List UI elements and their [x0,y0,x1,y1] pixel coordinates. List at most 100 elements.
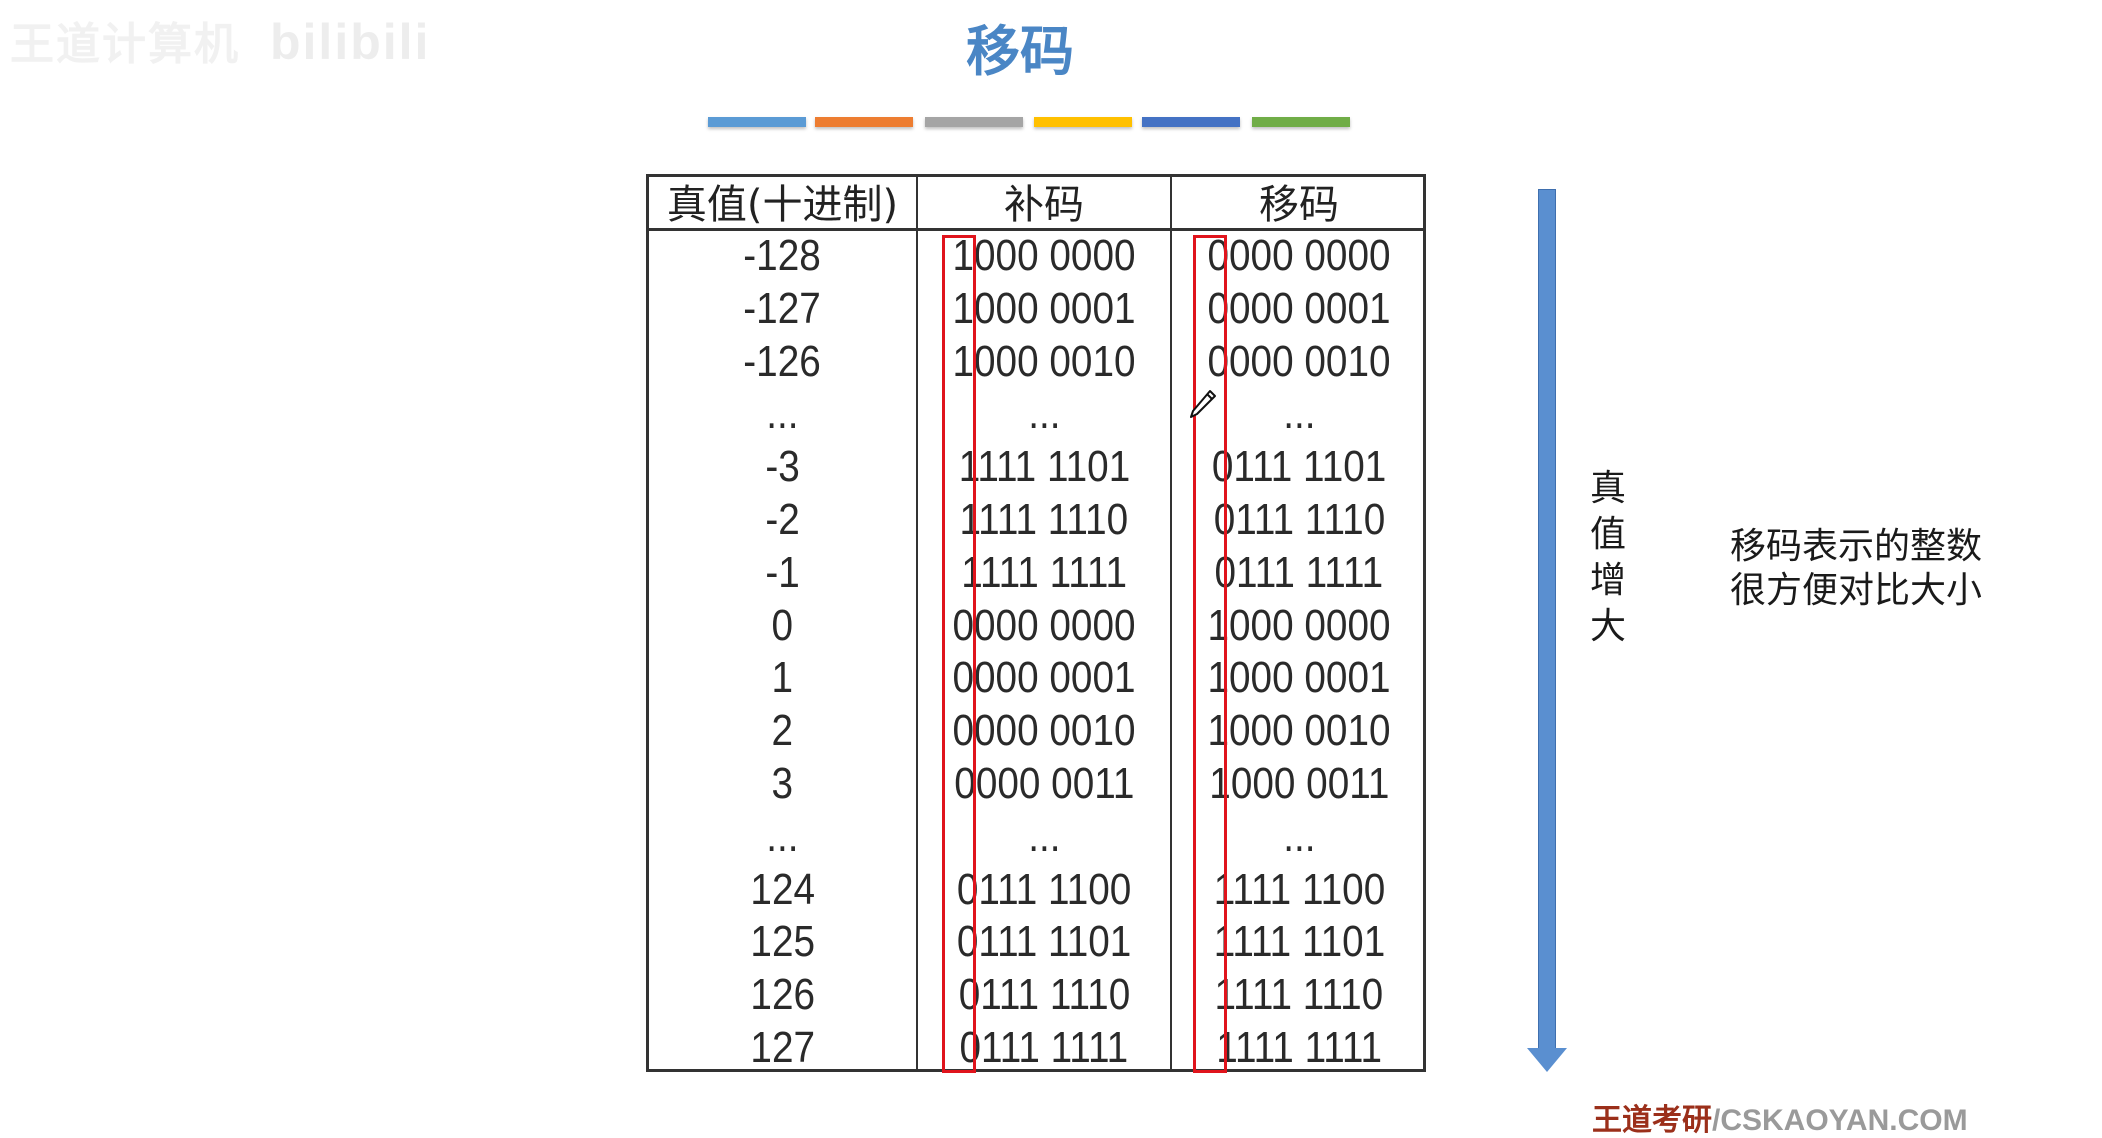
sign-bit-highlight-biased [1193,235,1227,1073]
arrow-down-icon [1527,1048,1567,1072]
cell-true-value: 2 [649,705,916,757]
cell-twos-complement-text: 1111 1110 [959,495,1129,544]
color-bar-2 [815,117,913,127]
cell-biased-code-text: 1000 0011 [1208,759,1390,808]
cell-true-value: 124 [649,864,916,916]
header-true-value: 真值(十进制) [666,182,899,228]
cell-true-value-text: 124 [750,864,815,914]
color-bar-3 [925,117,1023,127]
cell-biased-code: 1111 1101 [1172,916,1426,968]
cell-biased-code: 0000 0001 [1172,283,1426,335]
cell-true-value-text: 2 [771,706,794,756]
cell-biased-code-text: 0000 0000 [1207,231,1391,280]
cell-biased-code-text: 1000 0010 [1207,706,1391,756]
arrow-label-char: 值 [1589,514,1626,555]
pencil-icon [1188,388,1218,420]
header-biased-code: 移码 [1259,182,1339,228]
cell-biased-code-text: 1111 1111 [1216,1023,1382,1072]
cell-twos-complement-text: 0111 1111 [959,1023,1129,1072]
cell-biased-code: 1111 1110 [1172,969,1426,1021]
cell-true-value-text: -126 [743,336,822,386]
cell-true-value-text: -1 [765,547,800,597]
description-line-2: 很方便对比大小 [1730,570,1983,611]
cell-true-value-text: -127 [743,283,822,333]
cell-true-value-text: 3 [771,759,794,808]
cell-twos-complement: 0000 0001 [918,652,1170,704]
cell-true-value-text: 1 [771,653,794,703]
cell-true-value-text: 126 [750,970,815,1020]
cell-true-value: -126 [649,336,916,388]
cell-true-value: -128 [649,230,916,282]
watermark-bottom-cn: 王道考研 [1592,1103,1712,1138]
cell-biased-code: 0000 0000 [1172,230,1426,282]
sign-bit-highlight-complement [942,235,976,1073]
cell-biased-code: 1000 0000 [1172,600,1426,652]
cell-biased-code-text: 0000 0001 [1207,283,1391,333]
watermark-text: 王道计算机 [10,19,240,70]
cell-true-value-text: ... [766,811,799,861]
cell-twos-complement-text: 0000 0011 [953,759,1135,808]
cell-biased-code-text: 1111 1101 [1213,917,1385,967]
cell-twos-complement-text: 0000 0001 [952,653,1136,703]
cell-twos-complement-text: 1000 0001 [952,283,1136,333]
slide-title: 移码 [966,20,1074,83]
cell-biased-code-text: ... [1282,389,1316,439]
cell-true-value-text: 127 [750,1023,815,1072]
cell-twos-complement-text: ... [1027,389,1061,439]
cell-true-value-text: -3 [765,442,800,492]
cell-twos-complement-text: 1111 1111 [961,547,1127,597]
cell-twos-complement-text: 0111 1100 [956,864,1132,914]
cell-true-value: ... [649,388,916,440]
cell-true-value-text: ... [766,389,799,439]
arrow-label-char: 增 [1589,560,1626,601]
cell-true-value-text: 125 [750,917,815,967]
column-divider-1 [916,177,918,1069]
cell-biased-code: 0000 0010 [1172,336,1426,388]
cell-biased-code-text: ... [1282,811,1316,861]
arrow-label-char: 大 [1589,606,1626,647]
cell-true-value: 3 [649,758,916,810]
cell-true-value: -1 [649,547,916,599]
cell-true-value: -2 [649,494,916,546]
cell-twos-complement: ... [918,388,1170,440]
cell-twos-complement: ... [918,811,1170,863]
cell-twos-complement: 1000 0010 [918,336,1170,388]
cell-true-value-text: 0 [771,600,794,650]
cell-true-value: 126 [649,969,916,1021]
cell-true-value-text: -128 [743,231,822,280]
cell-biased-code: 1111 1100 [1172,864,1426,916]
cell-twos-complement: 0111 1100 [918,864,1170,916]
cell-biased-code-text: 1000 0001 [1207,653,1391,703]
cell-biased-code: 0111 1110 [1172,494,1426,546]
cell-biased-code: ... [1172,811,1426,863]
cell-twos-complement-text: 0000 0010 [952,706,1136,756]
cell-true-value: -127 [649,283,916,335]
cell-biased-code: ... [1172,388,1426,440]
color-bar-4 [1034,117,1132,127]
cell-twos-complement: 0111 1101 [918,916,1170,968]
cell-twos-complement-text: 0111 1101 [956,917,1132,967]
cell-twos-complement: 1000 0001 [918,283,1170,335]
cell-twos-complement-text: ... [1027,811,1061,861]
cell-biased-code-text: 1000 0000 [1207,600,1391,650]
cell-true-value: -3 [649,441,916,493]
cell-biased-code-text: 0000 0010 [1207,336,1391,386]
cell-true-value: ... [649,811,916,863]
color-bar-5 [1142,117,1240,127]
cell-biased-code: 1000 0001 [1172,652,1426,704]
bilibili-logo: bilibili [270,14,431,70]
color-bar-6 [1252,117,1350,127]
column-divider-2 [1170,177,1172,1069]
watermark-top: 王道计算机 bilibili [10,8,430,72]
cell-twos-complement-text: 0111 1110 [958,970,1130,1020]
cell-biased-code-text: 1111 1100 [1213,864,1385,914]
cell-twos-complement: 1000 0000 [918,230,1170,282]
cell-twos-complement: 1111 1101 [918,441,1170,493]
cell-biased-code: 1000 0011 [1172,758,1426,810]
arrow-label: 真 值 增 大 [1586,466,1630,650]
cell-true-value: 1 [649,652,916,704]
description-note: 移码表示的整数 很方便对比大小 [1730,525,1982,613]
cell-twos-complement: 0000 0000 [918,600,1170,652]
cell-true-value: 125 [649,916,916,968]
cell-biased-code-text: 1111 1110 [1214,970,1384,1020]
